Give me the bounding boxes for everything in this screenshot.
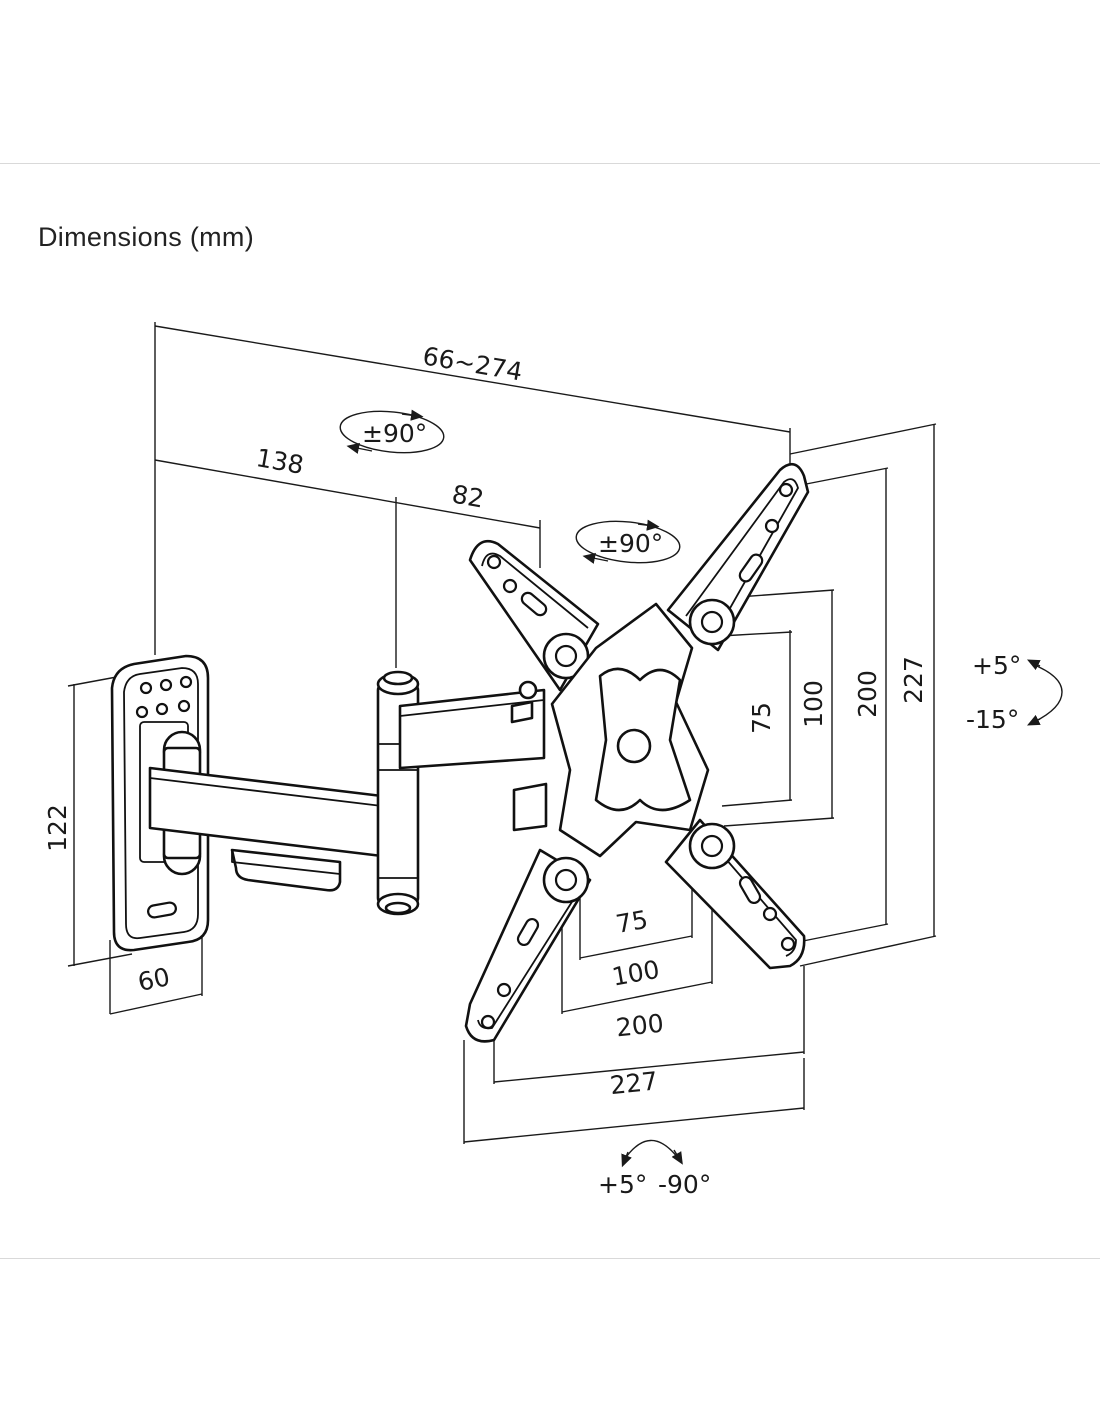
dim-vesa-v-200: 200	[853, 670, 882, 718]
rotation-head-swivel: ±90°	[575, 519, 681, 564]
dim-plate-height: 227	[899, 656, 928, 704]
dim-wall-plate-height: 122	[43, 804, 72, 852]
label-rotate-minus: -90°	[658, 1170, 711, 1199]
dim-vesa-v-75: 75	[747, 702, 776, 734]
rotation-tilt: +5° -15°	[966, 651, 1063, 734]
dim-wall-plate-width: 60	[135, 962, 172, 997]
dim-vesa-h-200: 200	[615, 1009, 665, 1043]
label-rotate-plus: +5°	[598, 1170, 647, 1199]
vesa-plate	[464, 462, 810, 1043]
dim-vesa-v-100: 100	[799, 680, 828, 728]
dim-arm-segment-1: 138	[254, 443, 306, 480]
rotation-arm-swivel: ±90°	[339, 409, 445, 454]
label-head-swivel: ±90°	[598, 529, 663, 558]
wall-arm	[148, 730, 384, 892]
dimension-labels: 66~274 138 82 122 60 75 100 200 227 75 1…	[43, 341, 928, 1100]
rotation-screen: +5° -90°	[598, 1139, 711, 1199]
rotate-arc-icon	[623, 1139, 679, 1161]
rotation-ellipse-icon	[575, 520, 681, 564]
diagram-title: Dimensions (mm)	[38, 222, 255, 252]
label-tilt-up: +5°	[972, 651, 1021, 680]
bottom-divider	[0, 1258, 1100, 1259]
dim-vesa-h-75: 75	[614, 905, 650, 939]
dim-vesa-h-100: 100	[610, 955, 662, 992]
rotation-ellipse-icon	[339, 410, 445, 454]
label-tilt-down: -15°	[966, 705, 1019, 734]
top-divider	[0, 163, 1100, 164]
dimension-lines	[67, 322, 937, 1144]
tilt-arc-icon	[1031, 663, 1063, 723]
dim-arm-segment-2: 82	[450, 479, 486, 513]
label-arm-swivel: ±90°	[362, 419, 427, 448]
dim-plate-width: 227	[609, 1066, 659, 1100]
extension-arm	[398, 680, 548, 832]
